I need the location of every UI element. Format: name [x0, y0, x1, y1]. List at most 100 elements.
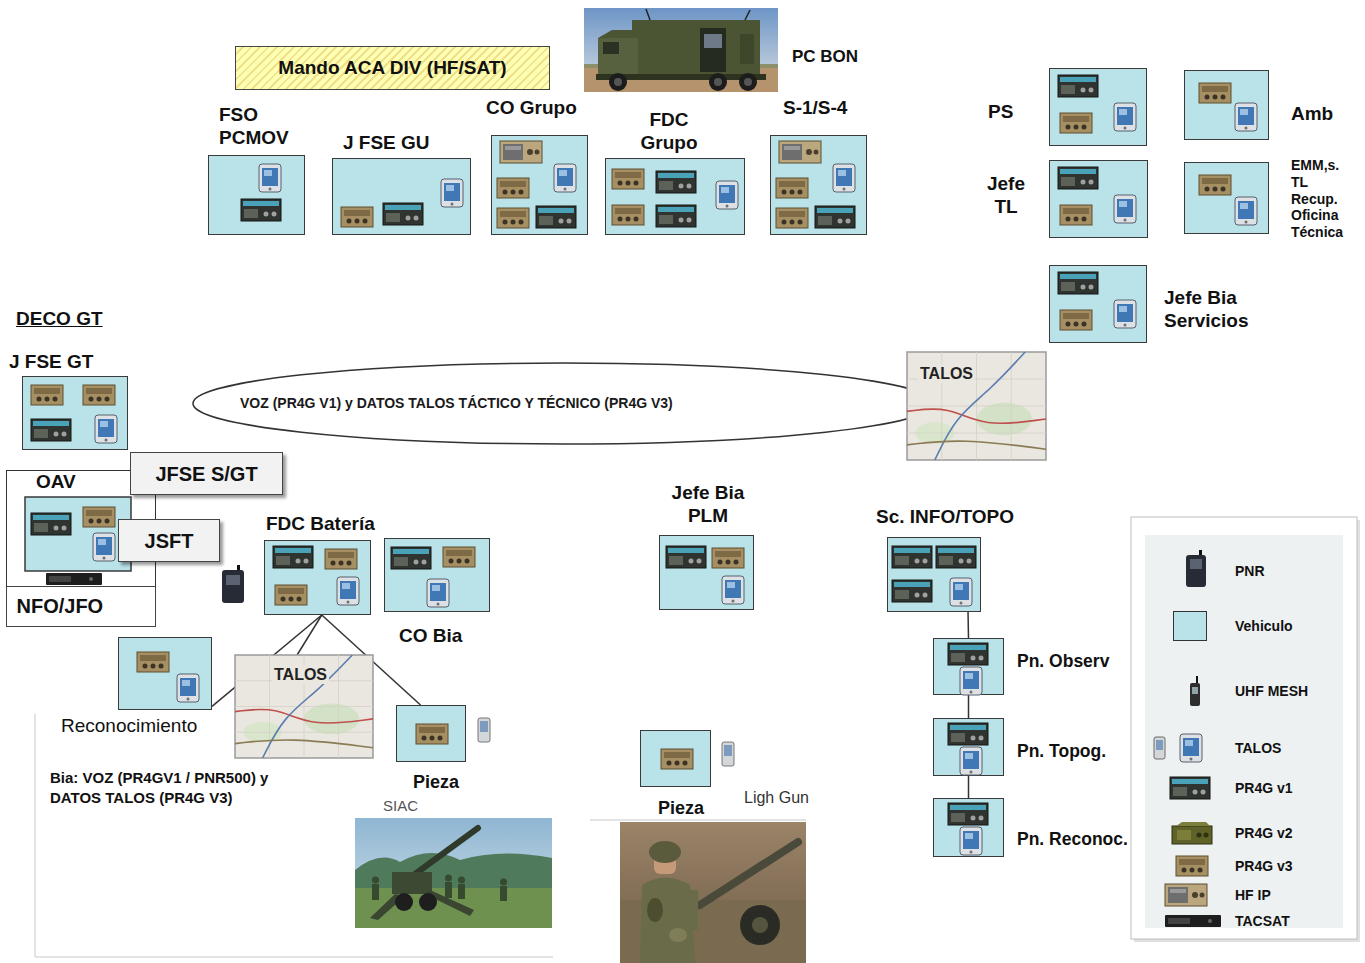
- v3-icon: [325, 549, 357, 569]
- v3-icon-part: [1205, 187, 1210, 192]
- tab-icon-part: [1245, 221, 1248, 224]
- v1-icon-part: [679, 218, 684, 223]
- vehicle-box: Sc. INFO/TOPO: [887, 537, 981, 612]
- v3-icon: [776, 208, 808, 228]
- tab-icon-part: [98, 419, 114, 437]
- legend-label: TALOS: [1235, 739, 1281, 757]
- hf-icon-part: [1165, 884, 1207, 906]
- v1-icon-part: [687, 184, 692, 189]
- v3-icon-part: [618, 181, 623, 186]
- tab-icon-part: [1180, 734, 1202, 762]
- v1-icon-part: [668, 548, 704, 553]
- v1-icon-part: [1060, 274, 1096, 279]
- v1-icon-part: [1058, 75, 1098, 97]
- tab-icon: [960, 827, 982, 855]
- veh-art: [492, 136, 589, 236]
- v1-icon-part: [923, 559, 928, 564]
- v3-icon-part: [715, 551, 741, 557]
- v1-icon-part: [1170, 777, 1210, 799]
- map-road: [235, 740, 373, 748]
- v3-icon-part: [465, 559, 470, 564]
- v1-icon-part: [892, 580, 932, 602]
- photo-caption: SIAC: [383, 797, 418, 815]
- v1-icon: [31, 513, 71, 535]
- vehicle-box: Pieza: [396, 705, 466, 762]
- vehicle-box: FSO PCMOV: [208, 155, 305, 235]
- v1-icon-part: [697, 559, 702, 564]
- v2-icon: [1172, 822, 1212, 844]
- v1-icon: [936, 546, 976, 568]
- v3-icon-part: [457, 559, 462, 564]
- v1-icon-part: [54, 526, 59, 531]
- howitzer-photo-part: [419, 893, 437, 911]
- v3-icon-part: [618, 217, 623, 222]
- tac-icon-part: [1165, 915, 1221, 927]
- connector-line: [968, 776, 970, 798]
- legend-panel-part: [1134, 520, 1360, 942]
- tab-icon-part: [96, 537, 112, 555]
- v3-icon-part: [83, 385, 115, 405]
- pnr-icon-part: [226, 575, 240, 585]
- v3-icon-part: [89, 519, 94, 524]
- tab-icon-part: [1119, 306, 1127, 312]
- label-box: NFO/JFO: [6, 586, 156, 627]
- tab-icon-part: [1245, 127, 1248, 130]
- tab-icon-part: [347, 601, 350, 604]
- tab-icon-part: [1240, 109, 1248, 115]
- map-road: [263, 655, 353, 758]
- howitzer-photo: [355, 818, 552, 928]
- v1-icon-part: [971, 656, 976, 661]
- command-vehicle-photo-part: [745, 10, 750, 20]
- tab-icon-part: [1117, 199, 1133, 217]
- v1-icon-part: [979, 816, 984, 821]
- v1-icon-part: [272, 212, 277, 217]
- v1-icon-part: [391, 547, 431, 569]
- v1-icon-part: [536, 206, 576, 228]
- v1-icon-part: [971, 736, 976, 741]
- tab-icon-part: [963, 751, 979, 769]
- v1-icon-part: [915, 593, 920, 598]
- v1-icon: [1058, 75, 1098, 97]
- light-gun-photo-part: [752, 917, 768, 933]
- legend-label: PR4G v1: [1235, 779, 1293, 797]
- node-label: Jefe Bia PLM: [663, 482, 753, 528]
- v1-icon-part: [658, 173, 694, 178]
- v3-icon-part: [790, 190, 795, 195]
- v3-icon: [83, 385, 115, 405]
- tab-icon-part: [726, 205, 729, 208]
- vehicle-box: Jefe Bia Servicios: [1049, 265, 1147, 343]
- v1-icon-part: [1089, 88, 1094, 93]
- group-heading: DECO GT: [16, 308, 103, 331]
- map-grid: [907, 433, 1046, 434]
- v3-icon-part: [1074, 217, 1079, 222]
- tab-icon-part: [721, 187, 729, 193]
- veh-art: [1050, 161, 1149, 239]
- v3-icon-part: [776, 208, 808, 228]
- tab-icon-part: [836, 168, 852, 186]
- veh-art: [385, 539, 491, 613]
- v1-icon: [383, 203, 423, 225]
- hf-icon-part: [535, 150, 540, 155]
- v1-icon: [536, 206, 576, 228]
- v3-icon-part: [363, 219, 368, 224]
- tab-icon-part: [965, 673, 973, 679]
- tab-icon-part: [451, 203, 454, 206]
- v3-icon-part: [289, 597, 294, 602]
- tab-icon-part: [1114, 195, 1136, 223]
- v3-icon: [1199, 175, 1231, 195]
- howitzer-photo-part: [500, 879, 507, 886]
- tab-icon-part: [427, 579, 449, 607]
- v1-icon-part: [559, 219, 564, 224]
- v3-icon: [661, 749, 693, 769]
- v3-icon: [416, 724, 448, 744]
- v1-icon: [948, 723, 988, 745]
- vehicle-box: CO Bia: [384, 538, 490, 612]
- tab-icon-part: [725, 580, 741, 598]
- node-label: J FSE GT: [9, 351, 93, 374]
- tab-icon: [95, 415, 117, 443]
- v1-icon-part: [817, 208, 853, 213]
- tab-icon-part: [187, 698, 190, 701]
- uhf-icon-part: [1196, 676, 1198, 684]
- tab-icon-part: [727, 582, 735, 588]
- tab-icon-part: [105, 439, 108, 442]
